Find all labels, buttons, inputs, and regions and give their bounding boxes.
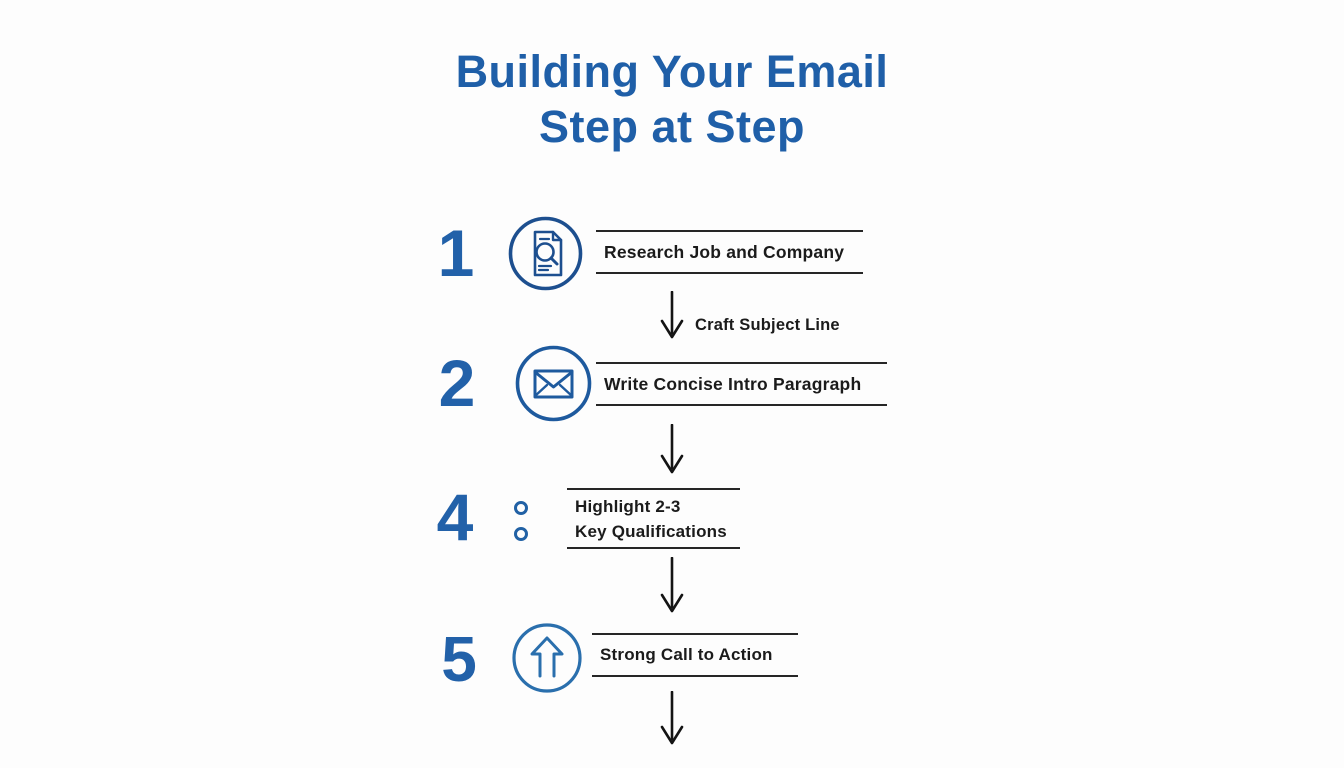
step-5-label-box: Strong Call to Action xyxy=(592,633,798,677)
step-2-number: 2 xyxy=(438,346,476,420)
page-title: Building Your Email Step at Step xyxy=(0,44,1344,154)
down-arrow-icon xyxy=(658,291,686,341)
step-5-number: 5 xyxy=(441,623,477,695)
up-arrow-icon xyxy=(511,622,583,694)
down-arrow-icon xyxy=(658,557,686,615)
page-title-line1: Building Your Email xyxy=(455,46,889,97)
bullet-ring-icon xyxy=(514,501,528,515)
bullet-ring-icon xyxy=(514,527,528,541)
step-4-label-line2: Key Qualifications xyxy=(575,521,727,541)
down-arrow-icon xyxy=(658,691,686,747)
connector-label: Craft Subject Line xyxy=(695,316,840,334)
down-arrow-icon xyxy=(658,424,686,476)
document-search-icon xyxy=(507,215,584,292)
step-4-number: 4 xyxy=(436,480,474,554)
step-2-label: Write Concise Intro Paragraph xyxy=(604,373,862,394)
step-4-label-box: Highlight 2-3 Key Qualifications xyxy=(567,488,740,549)
step-1-number: 1 xyxy=(437,216,475,290)
step-4-label: Highlight 2-3 Key Qualifications xyxy=(575,494,727,544)
step-5-label: Strong Call to Action xyxy=(600,645,773,664)
step-4-label-line1: Highlight 2-3 xyxy=(575,496,681,516)
step-2-label-box: Write Concise Intro Paragraph xyxy=(596,362,887,406)
step-1-label: Research Job and Company xyxy=(604,241,845,262)
step-1-label-box: Research Job and Company xyxy=(596,230,863,274)
envelope-icon xyxy=(514,344,593,423)
page-title-line2: Step at Step xyxy=(538,101,806,152)
